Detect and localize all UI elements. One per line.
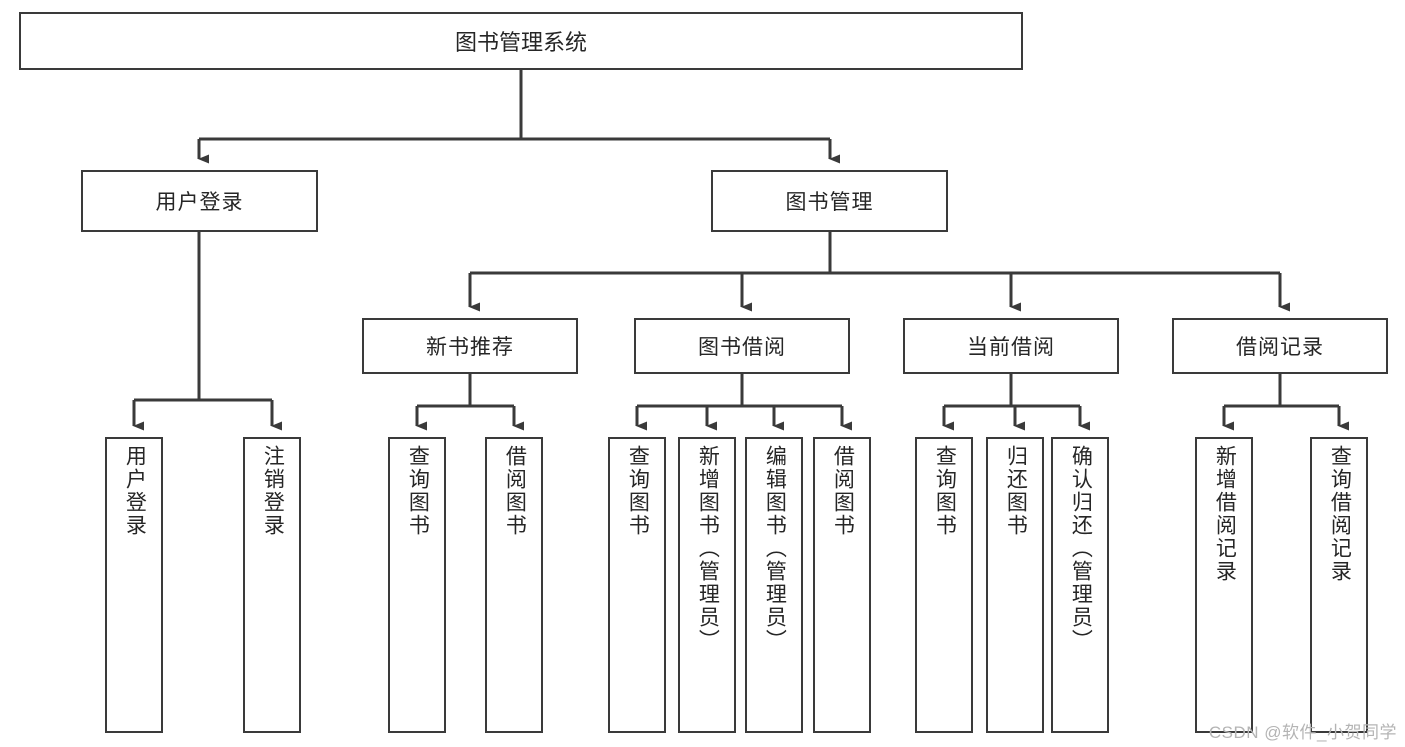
node-book-manage-label: 图书管理 xyxy=(785,191,874,214)
node-leaf-add-book-admin[interactable]: 新增图书（管理员） xyxy=(678,437,736,733)
node-leaf-query-borrow-record-label: 查询借阅记录 xyxy=(1328,445,1352,583)
node-leaf-user-logout-label: 注销登录 xyxy=(261,445,285,537)
node-leaf-return-book[interactable]: 归还图书 xyxy=(986,437,1044,733)
node-leaf-user-login[interactable]: 用户登录 xyxy=(105,437,163,733)
node-book-borrow-label: 图书借阅 xyxy=(698,336,786,359)
node-leaf-confirm-return-admin[interactable]: 确认归还（管理员） xyxy=(1051,437,1109,733)
node-leaf-add-book-admin-label: 新增图书（管理员） xyxy=(696,445,720,652)
node-leaf-query-book-rec-label: 查询图书 xyxy=(406,445,430,537)
node-leaf-borrow-book-bor[interactable]: 借阅图书 xyxy=(813,437,871,733)
node-leaf-query-book-bor[interactable]: 查询图书 xyxy=(608,437,666,733)
node-current-borrow[interactable]: 当前借阅 xyxy=(903,318,1119,374)
watermark-text: CSDN @软件_小贺同学 xyxy=(1208,723,1397,742)
node-leaf-borrow-book-bor-label: 借阅图书 xyxy=(831,445,855,537)
node-leaf-user-logout[interactable]: 注销登录 xyxy=(243,437,301,733)
node-leaf-borrow-book-rec-label: 借阅图书 xyxy=(503,445,527,537)
node-book-manage[interactable]: 图书管理 xyxy=(711,170,948,232)
node-leaf-query-borrow-record[interactable]: 查询借阅记录 xyxy=(1310,437,1368,733)
node-user-login[interactable]: 用户登录 xyxy=(81,170,318,232)
node-leaf-query-book-rec[interactable]: 查询图书 xyxy=(388,437,446,733)
node-leaf-add-borrow-record-label: 新增借阅记录 xyxy=(1213,445,1237,583)
node-leaf-query-book-bor-label: 查询图书 xyxy=(626,445,650,537)
node-leaf-add-borrow-record[interactable]: 新增借阅记录 xyxy=(1195,437,1253,733)
node-user-login-label: 用户登录 xyxy=(155,191,244,214)
node-book-borrow[interactable]: 图书借阅 xyxy=(634,318,850,374)
node-new-book-recommend-label: 新书推荐 xyxy=(426,336,514,359)
node-root[interactable]: 图书管理系统 xyxy=(19,12,1023,70)
node-new-book-recommend[interactable]: 新书推荐 xyxy=(362,318,578,374)
node-leaf-return-book-label: 归还图书 xyxy=(1004,445,1028,537)
node-leaf-query-book-cur-label: 查询图书 xyxy=(933,445,957,537)
node-borrow-record-label: 借阅记录 xyxy=(1236,336,1324,359)
node-leaf-edit-book-admin[interactable]: 编辑图书（管理员） xyxy=(745,437,803,733)
node-leaf-user-login-label: 用户登录 xyxy=(123,445,147,537)
node-borrow-record[interactable]: 借阅记录 xyxy=(1172,318,1388,374)
node-leaf-confirm-return-admin-label: 确认归还（管理员） xyxy=(1069,445,1093,652)
node-leaf-edit-book-admin-label: 编辑图书（管理员） xyxy=(763,445,787,652)
node-leaf-query-book-cur[interactable]: 查询图书 xyxy=(915,437,973,733)
node-leaf-borrow-book-rec[interactable]: 借阅图书 xyxy=(485,437,543,733)
node-current-borrow-label: 当前借阅 xyxy=(967,336,1055,359)
node-root-label: 图书管理系统 xyxy=(454,30,587,55)
